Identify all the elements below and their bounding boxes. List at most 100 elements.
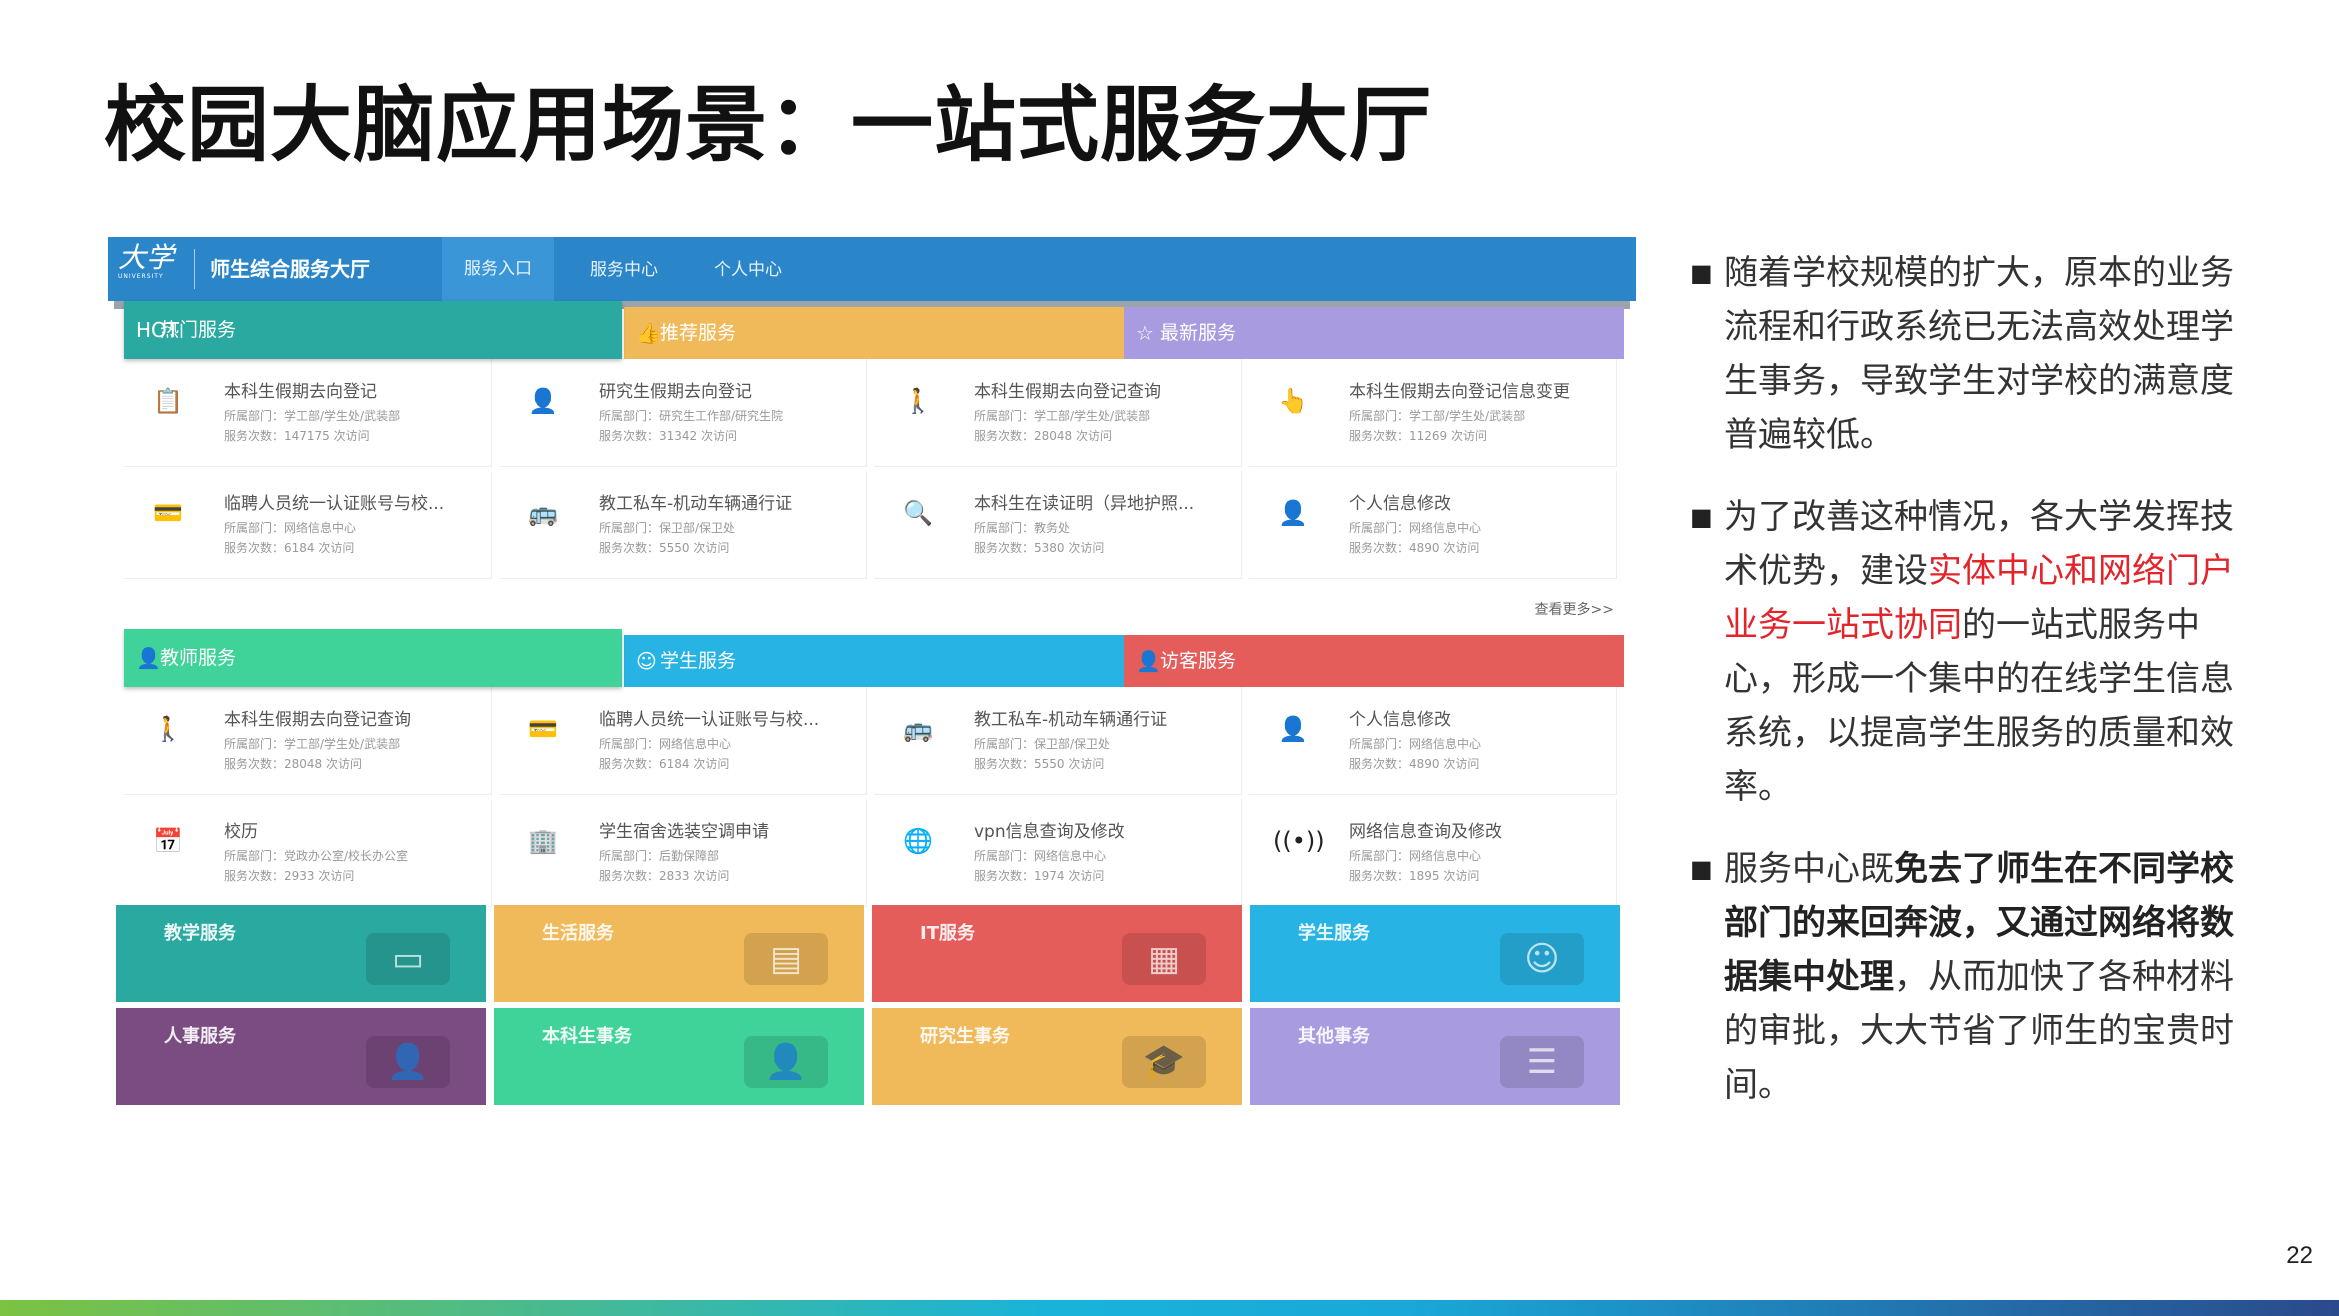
- category-tile[interactable]: 本科生事务👤: [494, 1008, 864, 1105]
- bullet-marker: ■: [1690, 259, 1713, 287]
- tile-icon: 👤: [366, 1036, 450, 1088]
- service-card[interactable]: 📅校历所属部门：党政办公室/校长办公室服务次数：2933 次访问: [124, 799, 492, 907]
- tile-label: 本科生事务: [542, 1026, 632, 1047]
- logo-subtext: UNIVERSITY: [118, 273, 164, 280]
- section-tab-bottom_tabs-0[interactable]: 👤教师服务: [124, 629, 622, 687]
- logo-text: 大学: [118, 241, 175, 274]
- service-dept: 所属部门：学工部/学生处/武装部: [224, 409, 401, 423]
- tab-icon: ☺: [636, 649, 657, 673]
- service-card[interactable]: 🚌教工私车-机动车辆通行证所属部门：保卫部/保卫处服务次数：5550 次访问: [874, 687, 1242, 795]
- service-card[interactable]: 🌐vpn信息查询及修改所属部门：网络信息中心服务次数：1974 次访问: [874, 799, 1242, 907]
- service-dept: 所属部门：研究生工作部/研究生院: [599, 409, 784, 423]
- category-tile[interactable]: 学生服务☺: [1250, 905, 1620, 1002]
- service-dept: 所属部门：网络信息中心: [1349, 521, 1482, 535]
- service-icon: ((•)): [1273, 827, 1325, 855]
- tile-label: 教学服务: [164, 923, 236, 944]
- category-tile[interactable]: IT服务 ▦: [872, 905, 1242, 1002]
- service-name: 个人信息修改: [1349, 494, 1451, 514]
- tab-label: 最新服务: [1160, 322, 1237, 344]
- portal-nav-bar: 大学 UNIVERSITY 师生综合服务大厅 服务入口 服务中心 个人中心: [108, 237, 1636, 301]
- nav-divider: [194, 249, 195, 289]
- service-count: 服务次数：2833 次访问: [599, 869, 730, 883]
- service-card[interactable]: 💳临聘人员统一认证账号与校...所属部门：网络信息中心服务次数：6184 次访问: [499, 687, 867, 795]
- service-icon: 🚌: [903, 715, 933, 743]
- service-card[interactable]: 👤 个人信息修改所属部门：网络信息中心服务次数：4890 次访问: [1249, 471, 1617, 579]
- service-name: 本科生假期去向登记: [224, 382, 377, 402]
- service-dept: 所属部门：网络信息中心: [1349, 849, 1482, 863]
- service-count: 服务次数：31342 次访问: [599, 429, 737, 443]
- service-icon: 🚌: [528, 499, 558, 527]
- service-dept: 所属部门：学工部/学生处/武装部: [974, 409, 1151, 423]
- service-count: 服务次数：5550 次访问: [974, 757, 1105, 771]
- service-count: 服务次数：5550 次访问: [599, 541, 730, 555]
- service-name: 校历: [224, 822, 258, 842]
- service-icon: 🚶: [903, 387, 933, 415]
- bullet-text: 随着学校规模的扩大，原本的业务流程和行政系统已无法高效处理学生事务，导致学生对学…: [1724, 253, 2234, 455]
- portal-title: 师生综合服务大厅: [210, 257, 370, 281]
- bullet-text: ，从而加快了各种材料的审批，大大节省了师生的宝贵时间。: [1724, 957, 2234, 1105]
- section-tab-top_tabs-2[interactable]: ☆最新服务: [1124, 307, 1624, 359]
- category-tile[interactable]: 教学服务▭: [116, 905, 486, 1002]
- service-dept: 所属部门：学工部/学生处/武装部: [224, 737, 401, 751]
- category-tile[interactable]: 其他事务☰: [1250, 1008, 1620, 1105]
- service-card[interactable]: 👤研究生假期去向登记所属部门：研究生工作部/研究生院服务次数：31342 次访问: [499, 359, 867, 467]
- slide-title: 校园大脑应用场景：一站式服务大厅: [104, 78, 1433, 173]
- service-name: 本科生假期去向登记查询: [224, 710, 411, 730]
- service-dept: 所属部门：网络信息中心: [1349, 737, 1482, 751]
- service-icon: 🚶: [153, 715, 183, 743]
- section-tab-top_tabs-1[interactable]: 👍推荐服务: [624, 307, 1124, 359]
- service-card[interactable]: 🚶本科生假期去向登记查询所属部门：学工部/学生处/武装部服务次数：28048 次…: [124, 687, 492, 795]
- service-card[interactable]: 🚌教工私车-机动车辆通行证所属部门：保卫部/保卫处服务次数：5550 次访问: [499, 471, 867, 579]
- service-icon: 👤: [1278, 499, 1308, 527]
- bullet-text: 为了改善这种情况，各大学发挥技术优势，建设: [1724, 497, 2234, 591]
- service-count: 服务次数：6184 次访问: [599, 757, 730, 771]
- university-logo[interactable]: 大学 UNIVERSITY: [118, 243, 188, 291]
- bullet-text: 的一站式服务中心，形成一个集中的在线学生信息系统，以提高学生服务的质量和效率。: [1724, 605, 2234, 807]
- service-dept: 所属部门：网络信息中心: [974, 849, 1107, 863]
- portal-screenshot: 大学 UNIVERSITY 师生综合服务大厅 服务入口 服务中心 个人中心 HO…: [108, 237, 1636, 1110]
- tile-icon: ☰: [1500, 1036, 1584, 1088]
- service-icon: 🏢: [528, 827, 558, 855]
- category-tile[interactable]: 生活服务▤: [494, 905, 864, 1002]
- tile-label: 生活服务: [542, 923, 614, 944]
- tile-label: 学生服务: [1298, 923, 1370, 944]
- nav-tab-service-entry[interactable]: 服务入口: [442, 237, 554, 301]
- tile-icon: ▦: [1122, 933, 1206, 985]
- service-card[interactable]: 🚶 本科生假期去向登记查询所属部门：学工部/学生处/武装部服务次数：28048 次…: [874, 359, 1242, 467]
- service-count: 服务次数：28048 次访问: [974, 429, 1112, 443]
- category-tile[interactable]: 研究生事务🎓: [872, 1008, 1242, 1105]
- service-dept: 所属部门：保卫部/保卫处: [599, 521, 736, 535]
- nav-tab-personal-center[interactable]: 个人中心: [714, 260, 782, 280]
- service-card[interactable]: 👤个人信息修改所属部门：网络信息中心服务次数：4890 次访问: [1249, 687, 1617, 795]
- service-icon: 🔍: [903, 499, 933, 527]
- category-tile[interactable]: 人事服务👤: [116, 1008, 486, 1105]
- tile-label: IT服务: [920, 923, 975, 944]
- service-icon: 👤: [1278, 715, 1308, 743]
- service-card[interactable]: 💳临聘人员统一认证账号与校...所属部门：网络信息中心服务次数：6184 次访问: [124, 471, 492, 579]
- service-card[interactable]: 👆本科生假期去向登记信息变更所属部门：学工部/学生处/武装部服务次数：11269…: [1249, 359, 1617, 467]
- service-name: 临聘人员统一认证账号与校...: [599, 710, 820, 730]
- bottom-gradient-bar: [0, 1300, 2339, 1316]
- service-dept: 所属部门：党政办公室/校长办公室: [224, 849, 409, 863]
- slide-number: 22: [2286, 1242, 2313, 1269]
- section-tab-bottom_tabs-2[interactable]: 👤访客服务: [1124, 635, 1624, 687]
- bullet-bold: 免去了师生在不同学校部门的来回奔波，又通过网络将数据集中处理: [1724, 849, 2234, 997]
- service-dept: 所属部门：保卫部/保卫处: [974, 737, 1111, 751]
- bullet-marker: ■: [1690, 855, 1713, 883]
- view-more-link[interactable]: 查看更多>>: [1534, 602, 1614, 618]
- service-count: 服务次数：4890 次访问: [1349, 757, 1480, 771]
- service-card[interactable]: ((•))网络信息查询及修改所属部门：网络信息中心服务次数：1895 次访问: [1249, 799, 1617, 907]
- service-count: 服务次数：4890 次访问: [1349, 541, 1480, 555]
- tile-label: 研究生事务: [920, 1026, 1010, 1047]
- nav-tab-service-center[interactable]: 服务中心: [590, 260, 658, 280]
- service-card[interactable]: 🏢学生宿舍选装空调申请所属部门：后勤保障部服务次数：2833 次访问: [499, 799, 867, 907]
- section-tab-bottom_tabs-1[interactable]: ☺学生服务: [624, 635, 1124, 687]
- tab-label: 教师服务: [160, 647, 237, 669]
- service-icon: 👤: [528, 387, 558, 415]
- service-card[interactable]: 🔍本科生在读证明（异地护照...所属部门：教务处服务次数：5380 次访问: [874, 471, 1242, 579]
- service-card[interactable]: 📋本科生假期去向登记所属部门：学工部/学生处/武装部服务次数：147175 次访…: [124, 359, 492, 467]
- service-name: 本科生假期去向登记查询: [974, 382, 1161, 402]
- service-dept: 所属部门：学工部/学生处/武装部: [1349, 409, 1526, 423]
- bullet-highlight: 实体中心和网络门户业务一站式协同: [1724, 551, 2234, 645]
